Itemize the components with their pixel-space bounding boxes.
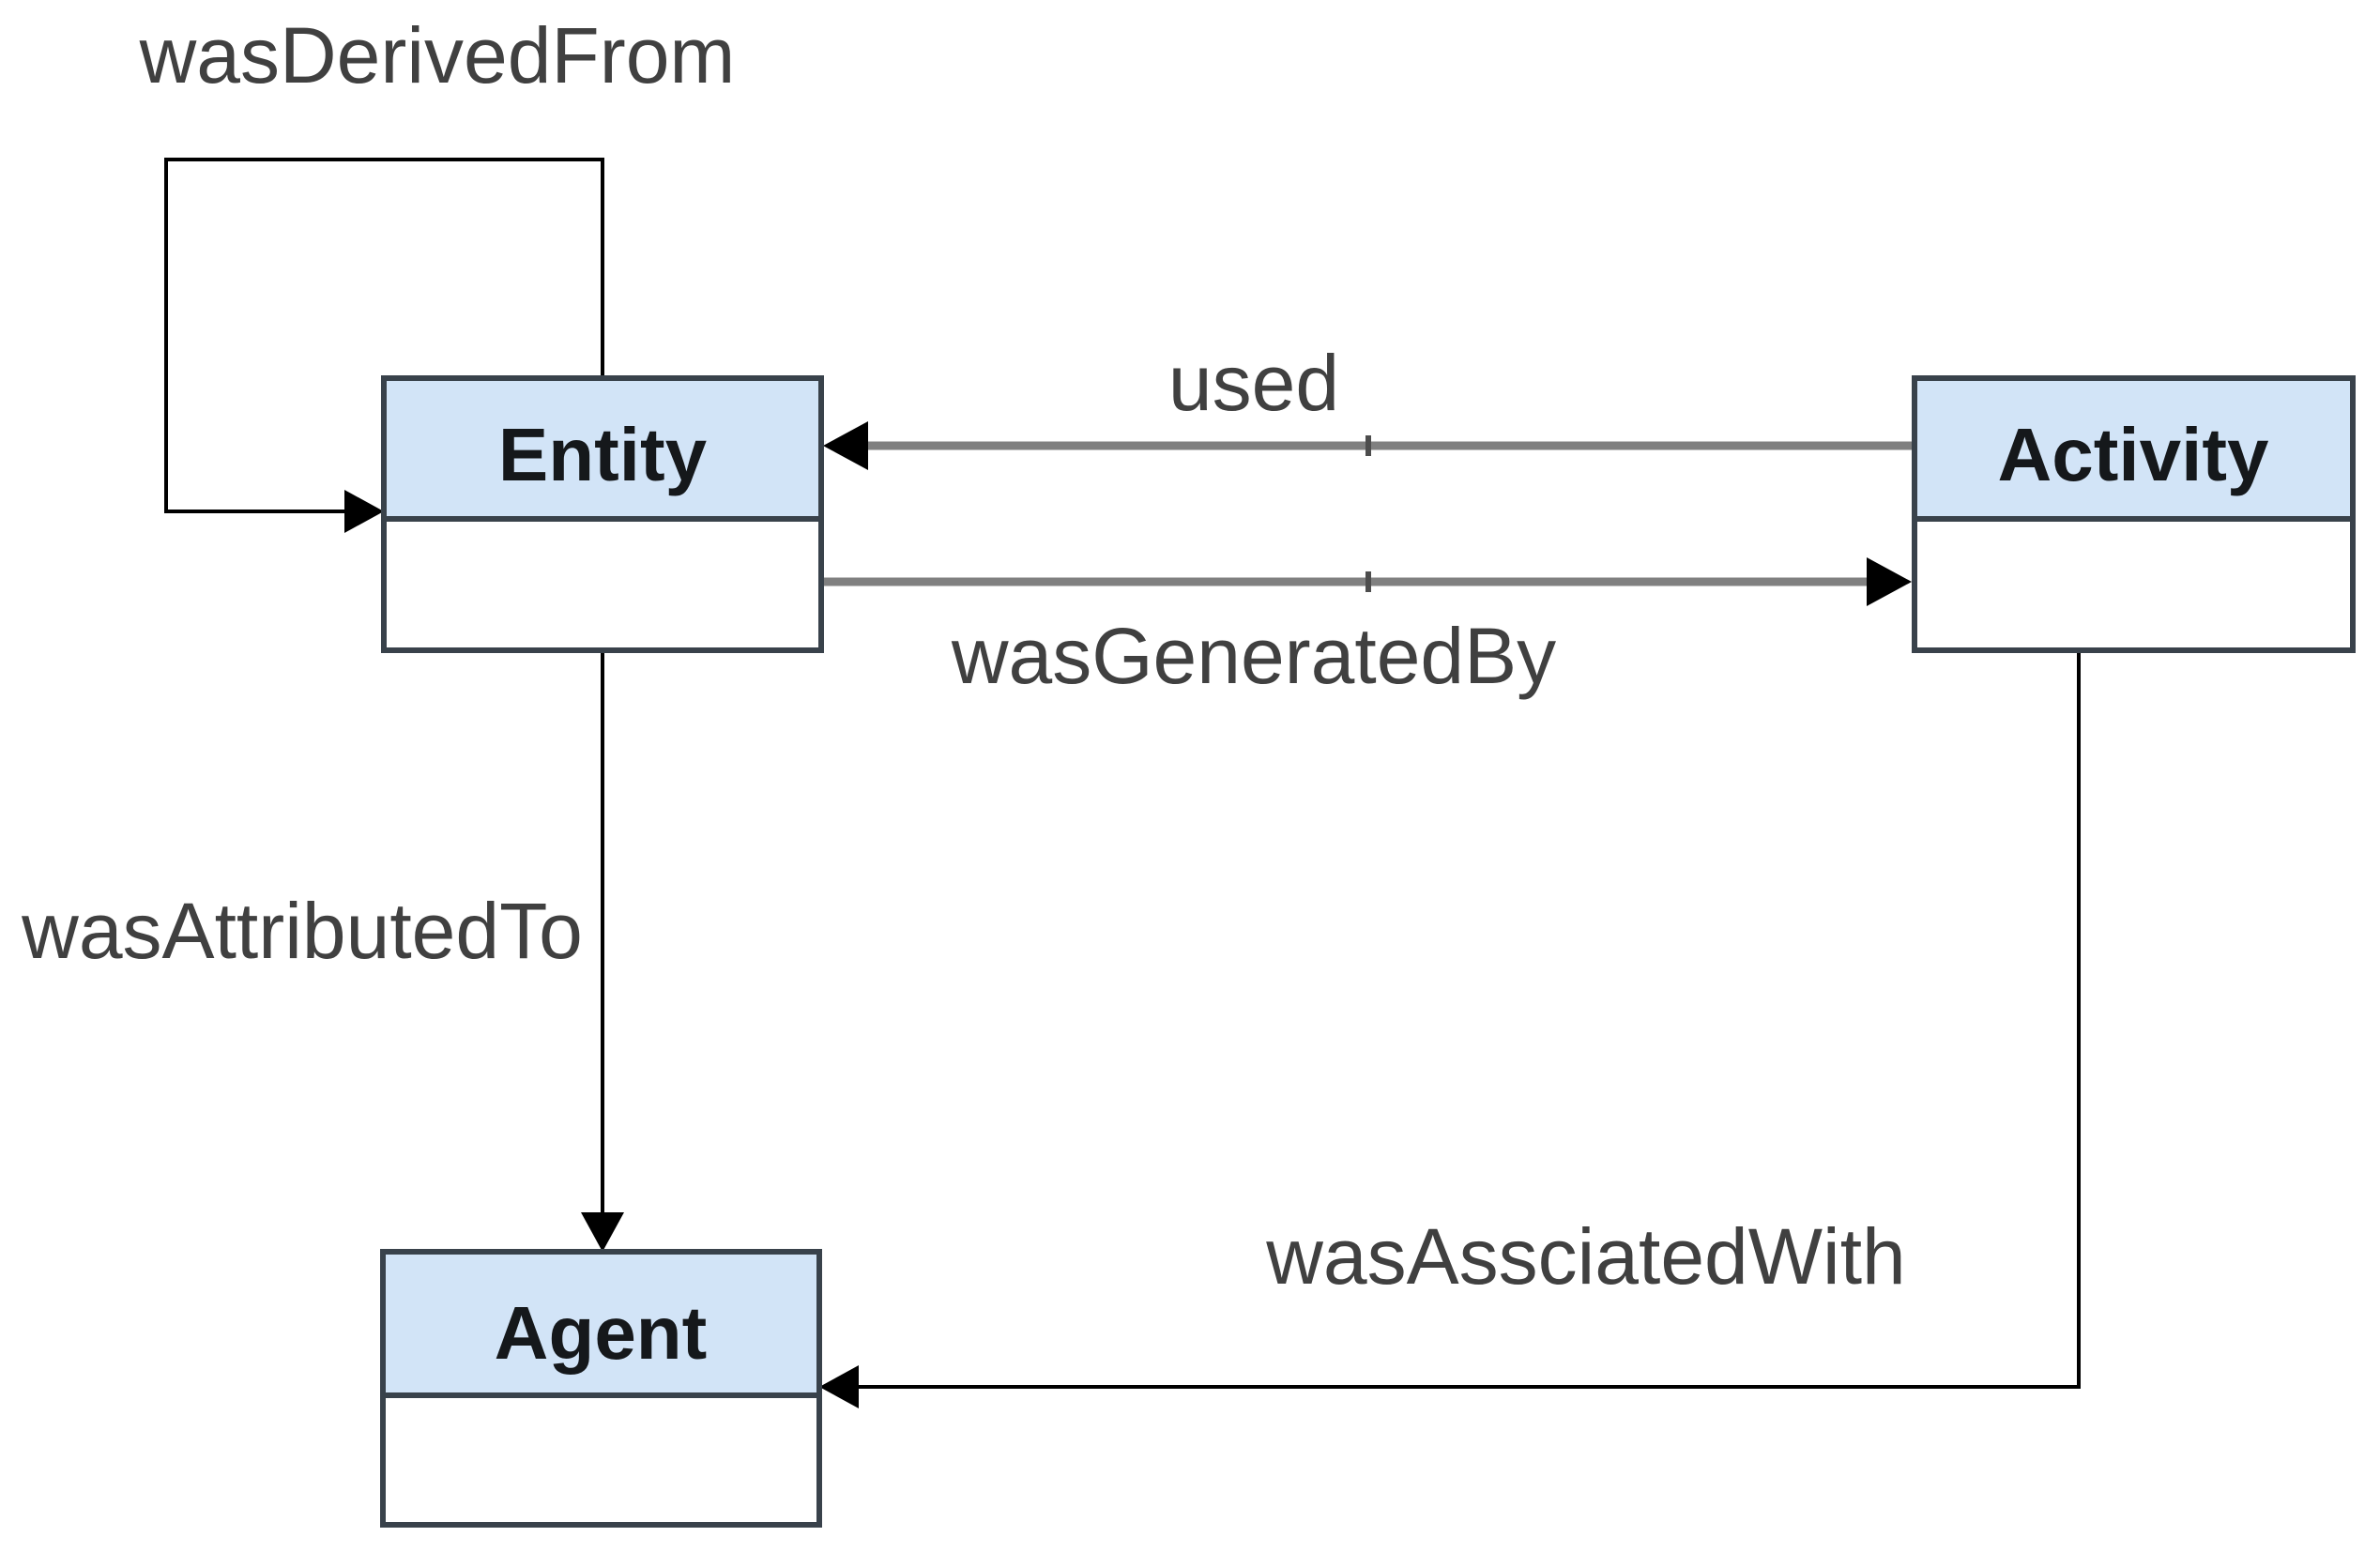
agent-title: Agent	[495, 1291, 708, 1375]
was-derived-from-arrowhead-icon	[344, 490, 384, 533]
activity-header[interactable]	[1912, 375, 2356, 522]
node-entity[interactable]: Entity	[381, 375, 824, 653]
edge-label-was-associated-with: wasAssciatedWith	[1265, 1212, 1906, 1301]
activity-title: Activity	[1998, 413, 2269, 496]
entity-title: Entity	[498, 413, 708, 496]
agent-header[interactable]	[380, 1249, 822, 1398]
entity-body[interactable]	[381, 516, 824, 653]
agent-body[interactable]	[380, 1392, 822, 1528]
edge-label-used: used	[1168, 339, 1339, 427]
edge-was-attributed-to[interactable]	[581, 650, 624, 1252]
was-associated-with-line[interactable]	[856, 650, 2081, 1389]
edge-used[interactable]	[823, 421, 1915, 470]
activity-body[interactable]	[1912, 516, 2356, 653]
edge-label-was-attributed-to: wasAttributedTo	[21, 887, 583, 975]
edge-was-generated-by[interactable]	[821, 557, 1912, 606]
was-generated-by-midpoint-tick	[1365, 571, 1371, 592]
edge-was-derived-from[interactable]	[164, 158, 604, 533]
entity-header[interactable]	[381, 375, 824, 522]
was-generated-by-arrowhead-icon	[1867, 557, 1912, 606]
used-arrowhead-icon	[823, 421, 868, 470]
was-derived-from-line[interactable]	[164, 158, 604, 513]
edge-label-was-generated-by: wasGeneratedBy	[951, 612, 1556, 700]
used-midpoint-tick	[1365, 435, 1371, 456]
edge-label-was-derived-from: wasDerivedFrom	[139, 11, 736, 99]
was-associated-with-arrowhead-icon	[819, 1365, 859, 1408]
was-attributed-to-arrowhead-icon	[581, 1212, 624, 1252]
node-activity[interactable]: Activity	[1912, 375, 2356, 653]
node-agent[interactable]: Agent	[380, 1249, 822, 1528]
edge-was-associated-with[interactable]	[819, 650, 2081, 1408]
